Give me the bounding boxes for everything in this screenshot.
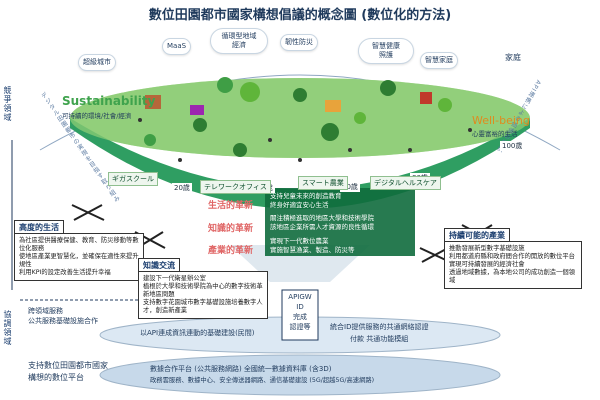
cloud-maas: MaaS [162, 38, 192, 55]
tree-icon [321, 123, 339, 141]
bowl-tag: テレワークオフィス [200, 180, 271, 194]
building-icon [325, 100, 341, 112]
propeller-icon [421, 247, 449, 263]
page-title: 數位田園都市國家構想倡議的概念圖 (數位化的方法) [148, 8, 452, 23]
sustainability-subtitle: 可持續的環境/社會/經濟 [62, 112, 132, 120]
cloud-label: 智慧家庭 [425, 56, 453, 64]
box-item: 利用都道府縣和政府間合作的開放的數位平台 [449, 253, 575, 260]
apigw-line: APIGW [288, 293, 312, 301]
coop-label-1: 跨領域服務 [28, 307, 63, 315]
revolution-item: 關注積極進取的地區大學和技術學院 [270, 214, 374, 222]
platform-right-text-2: 付款 共通功能模組 [350, 335, 409, 343]
person-icon [178, 158, 182, 162]
box-item: 使地區產業更智慧化，並確保在適性來提升規性 [19, 253, 139, 268]
bottom-left-text-1: 支持數位田園都市國家 [28, 361, 108, 370]
tree-icon [380, 80, 396, 96]
cloud-home: 智慧家庭 [420, 52, 458, 69]
right-box: 推動發展新型數字基礎設施 利用都道府縣和政府間合作的開放的數位平台 實現可持續發… [444, 241, 582, 289]
revolution-title: 生活的革新 [208, 201, 254, 211]
building-icon [190, 105, 204, 115]
person-icon [348, 148, 352, 152]
box-item: 實現可持續發展的經濟社會 [449, 261, 525, 268]
box-item: 利用KPI的設定改善生活提升幸福 [19, 269, 111, 276]
cloud-label: 智慧健康 照護 [372, 42, 400, 59]
box-item: 建設下一代衛星辦公室 [143, 275, 206, 282]
revolution-items: 實現下一代數位農業 實施智慧漁業、製造、防災等 [270, 237, 412, 254]
coop-label-2: 公共服務基礎設施合作 [28, 317, 98, 325]
tree-icons [144, 77, 452, 157]
bowl-top-overlay [70, 78, 530, 158]
infinity-icon [438, 187, 482, 205]
box-item: 支持數字花園城市數字基礎設施培養數字人才，創造新產業 [143, 299, 263, 314]
tree-icon [293, 88, 307, 102]
right-box-head: 持續可能的產業 [444, 228, 510, 243]
tree-icon [233, 143, 247, 157]
cloud-label: 韌性防災 [285, 38, 313, 46]
apigw-label: APIGW ID 完成 認證等 [282, 292, 318, 332]
family-label: 家庭 [505, 53, 521, 62]
people-icons [138, 118, 472, 162]
revolution-item: 該地區企業所需人才資源的良性循環 [270, 222, 374, 231]
person-icon [138, 118, 142, 122]
revolution-title: 知識的革新 [208, 224, 254, 234]
building-icon [420, 92, 432, 104]
bottom-left-text-2: 構想的數位平台 [28, 373, 84, 382]
box-item: 為社區提供醫療保健、教育、防災移動等數位化服務 [19, 237, 139, 252]
building-icons [145, 92, 432, 115]
bottom-disc-text-2: 政務雲服務、數據中心、安全傳送器網路、通信基礎建設 (5G/超越5G/高速網路) [150, 377, 375, 384]
person-icon [408, 148, 412, 152]
cloud-circular-economy: 循環型地域 經濟 [210, 28, 268, 54]
apigw-line: 完成 [293, 313, 307, 321]
cloud-smart-city: 超級城市 [78, 54, 116, 71]
apigw-line: ID [296, 303, 304, 311]
person-icon [298, 158, 302, 162]
box-item: 推動發展新型數字基礎設施 [449, 245, 525, 252]
revolution-item: 實施智慧漁業、製造、防災等 [270, 245, 355, 254]
box-item: 透過地域數據，為本地公司的成功創造一個領域 [449, 269, 575, 284]
person-icon [468, 128, 472, 132]
apigw-line: 認證等 [289, 323, 311, 331]
cloud-label: 循環型地域 經濟 [221, 32, 257, 49]
cloud-health: 智慧健康 照護 [358, 38, 414, 64]
revolution-item: 終身好適宜安心生活 [270, 200, 329, 209]
coop-label: 協調領域 [3, 310, 12, 346]
revolution-items: 關注積極進取的地區大學和技術學院 該地區企業所需人才資源的良性循環 [270, 214, 412, 231]
sustainability-title: Sustainability [62, 94, 156, 108]
revolution-title: 產業的革新 [208, 246, 254, 256]
tree-icon [354, 112, 366, 124]
platform-left-text: 以API連成資訊連動的基礎建設(民間) [140, 329, 255, 337]
box-item: 植根於大學和技術學院為中心的數字技術革新地區問題 [143, 283, 263, 298]
competition-label: 競爭領域 [3, 86, 12, 122]
apigw-column [281, 289, 319, 341]
bowl-tag: スマート農業 [298, 176, 348, 190]
cloud-label: 超級城市 [83, 58, 111, 66]
age-label: 100歲 [500, 141, 525, 151]
revolution-panel-bg [265, 188, 415, 256]
tree-icon [193, 118, 207, 132]
cloud-disaster: 韌性防災 [280, 34, 318, 51]
revolution-item: 支持兒童未來的創造教育 [270, 192, 342, 200]
bottom-disc [99, 354, 501, 396]
bowl-tag: ギガスクール [108, 172, 158, 186]
left-mid-box-head: 知識交流 [138, 258, 180, 273]
tree-icon [438, 98, 452, 112]
age-label: 60歲 [340, 182, 360, 192]
person-icon [268, 138, 272, 142]
left-top-box: 為社區提供醫療保健、教育、防災移動等數位化服務 使地區產業更智慧化，並確保在適性… [14, 233, 144, 281]
bottom-disc-text-1: 數據合作平台 (公共服務網路) 全國統一數據資料庫 (含3D) [150, 365, 332, 373]
revolution-items: 支持兒童未來的創造教育 終身好適宜安心生活 [270, 192, 412, 209]
left-mid-box: 建設下一代衛星辦公室 植根於大學和技術學院為中心的數字技術革新地區問題 支持數字… [138, 271, 268, 319]
tree-icon [217, 77, 233, 93]
tree-icon [144, 134, 156, 146]
propeller-icon [73, 204, 103, 221]
wellbeing-title: Well-being [472, 114, 530, 127]
platform-right-text-1: 統合ID提供服務的共通網絡認證 [330, 323, 429, 331]
cloud-label: MaaS [167, 42, 187, 50]
revolution-item: 實現下一代數位農業 [270, 237, 329, 245]
age-label: 20歲 [172, 183, 192, 193]
tree-icon [240, 82, 260, 102]
building-icon [145, 95, 161, 109]
bowl-tag: デジタルヘルスケア [370, 176, 441, 190]
wellbeing-subtitle: 心靈富裕的生活 [472, 130, 518, 138]
